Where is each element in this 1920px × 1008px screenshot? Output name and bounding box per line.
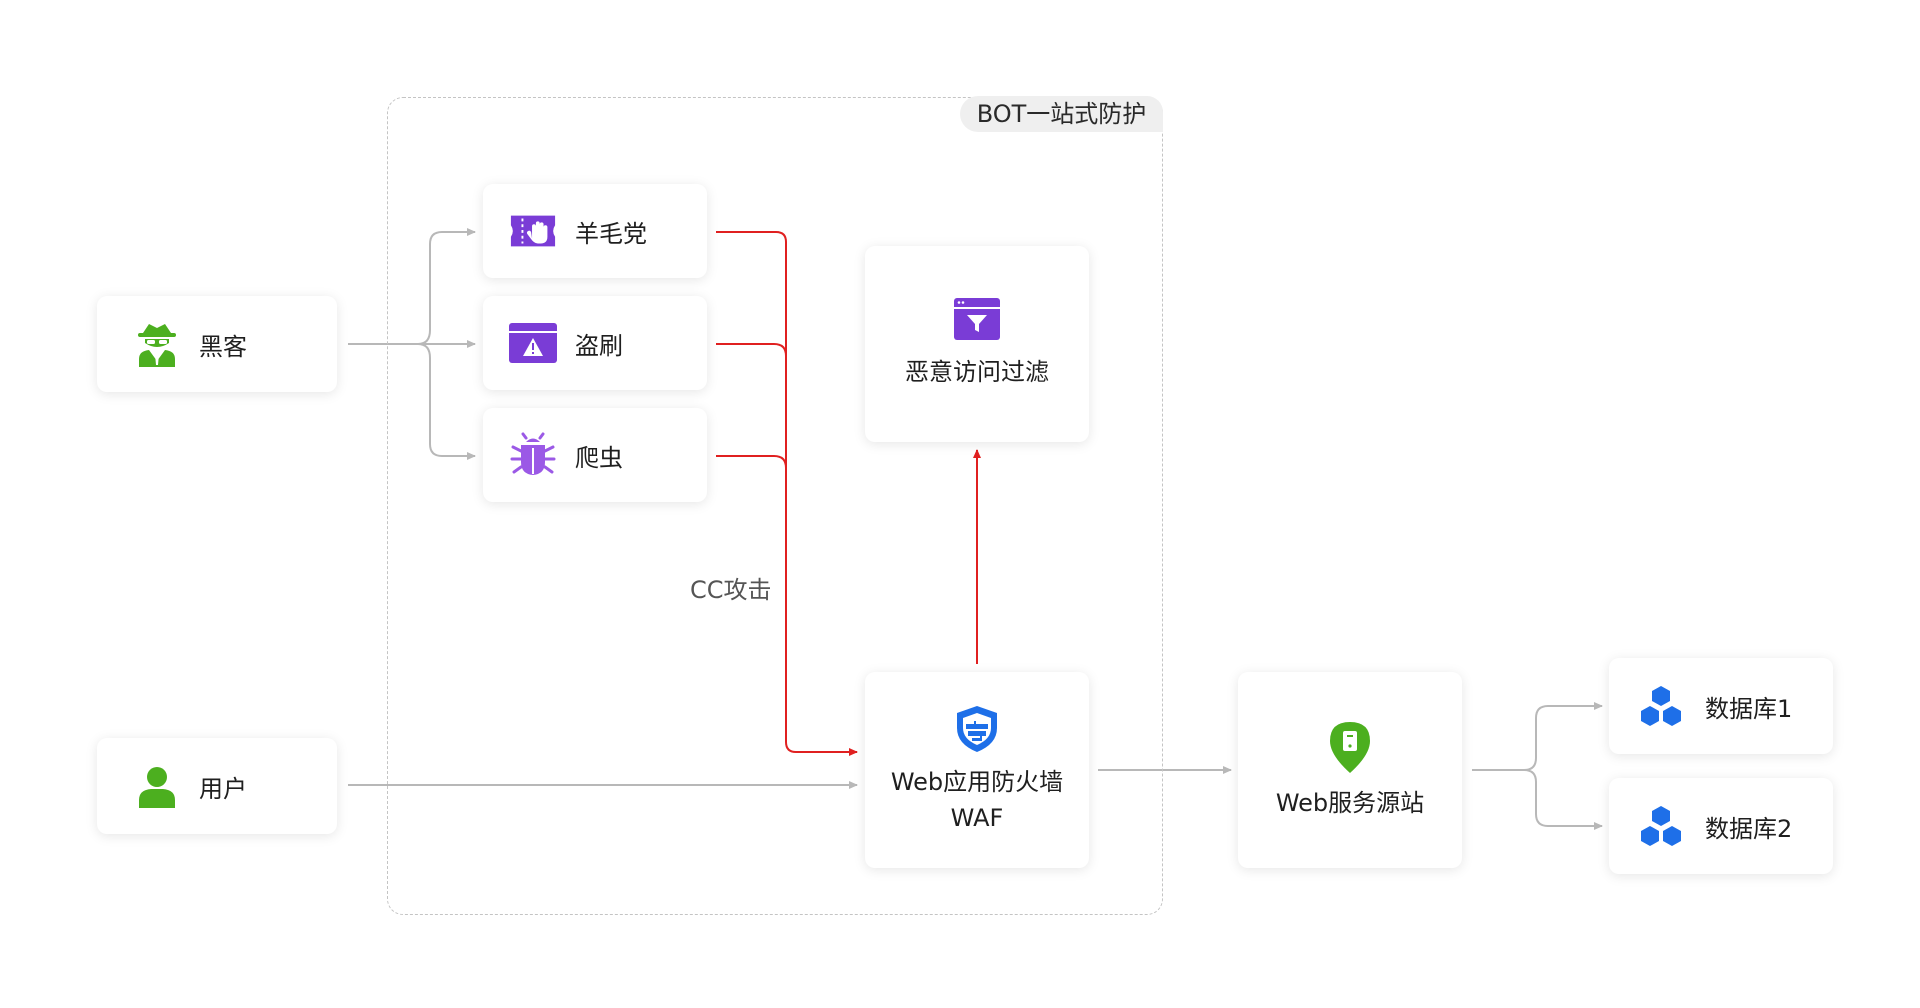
- group-title: BOT一站式防护: [960, 96, 1163, 132]
- database-2-label: 数据库2: [1705, 814, 1793, 843]
- waf-abbr-label: WAF: [950, 804, 1004, 832]
- bot-node-card-fraud[interactable]: 盗刷: [483, 296, 707, 390]
- cc-attack-label: CC攻击: [690, 576, 772, 604]
- bug-icon: [509, 431, 557, 479]
- waf-node[interactable]: Web应用防火墙 WAF: [865, 672, 1089, 868]
- origin-to-db-connector: [1472, 702, 1603, 830]
- waf-title-label: Web应用防火墙: [890, 768, 1064, 796]
- web-origin-label: Web服务源站: [1275, 789, 1425, 817]
- warning-window-icon: [509, 319, 557, 367]
- user-icon: [133, 762, 181, 810]
- ticket-hand-icon: [509, 207, 557, 255]
- bot-protection-group: [387, 97, 1163, 915]
- database-node-1[interactable]: 数据库1: [1609, 658, 1833, 754]
- user-label: 用户: [199, 774, 247, 803]
- malicious-filter-node[interactable]: 恶意访问过滤: [865, 246, 1089, 442]
- crawler-label: 爬虫: [575, 443, 623, 472]
- hacker-node[interactable]: 黑客: [97, 296, 337, 392]
- shield-icon: [954, 704, 1000, 754]
- database-cubes-icon: [1637, 682, 1685, 730]
- funnel-window-icon: [954, 298, 1000, 340]
- server-pin-icon: [1326, 719, 1374, 775]
- wool-party-label: 羊毛党: [575, 219, 647, 248]
- hacker-label: 黑客: [199, 332, 247, 361]
- cc-attack-connector: [716, 231, 858, 756]
- web-origin-node[interactable]: Web服务源站: [1238, 672, 1462, 868]
- bot-node-wool-party[interactable]: 羊毛党: [483, 184, 707, 278]
- bot-node-crawler[interactable]: 爬虫: [483, 408, 707, 502]
- database-node-2[interactable]: 数据库2: [1609, 778, 1833, 874]
- database-1-label: 数据库1: [1705, 694, 1793, 723]
- card-fraud-label: 盗刷: [575, 331, 623, 360]
- database-cubes-icon: [1637, 802, 1685, 850]
- spy-icon: [133, 320, 181, 368]
- malicious-filter-label: 恶意访问过滤: [905, 358, 1049, 386]
- hacker-to-bots-connector: [348, 228, 476, 460]
- user-node[interactable]: 用户: [97, 738, 337, 834]
